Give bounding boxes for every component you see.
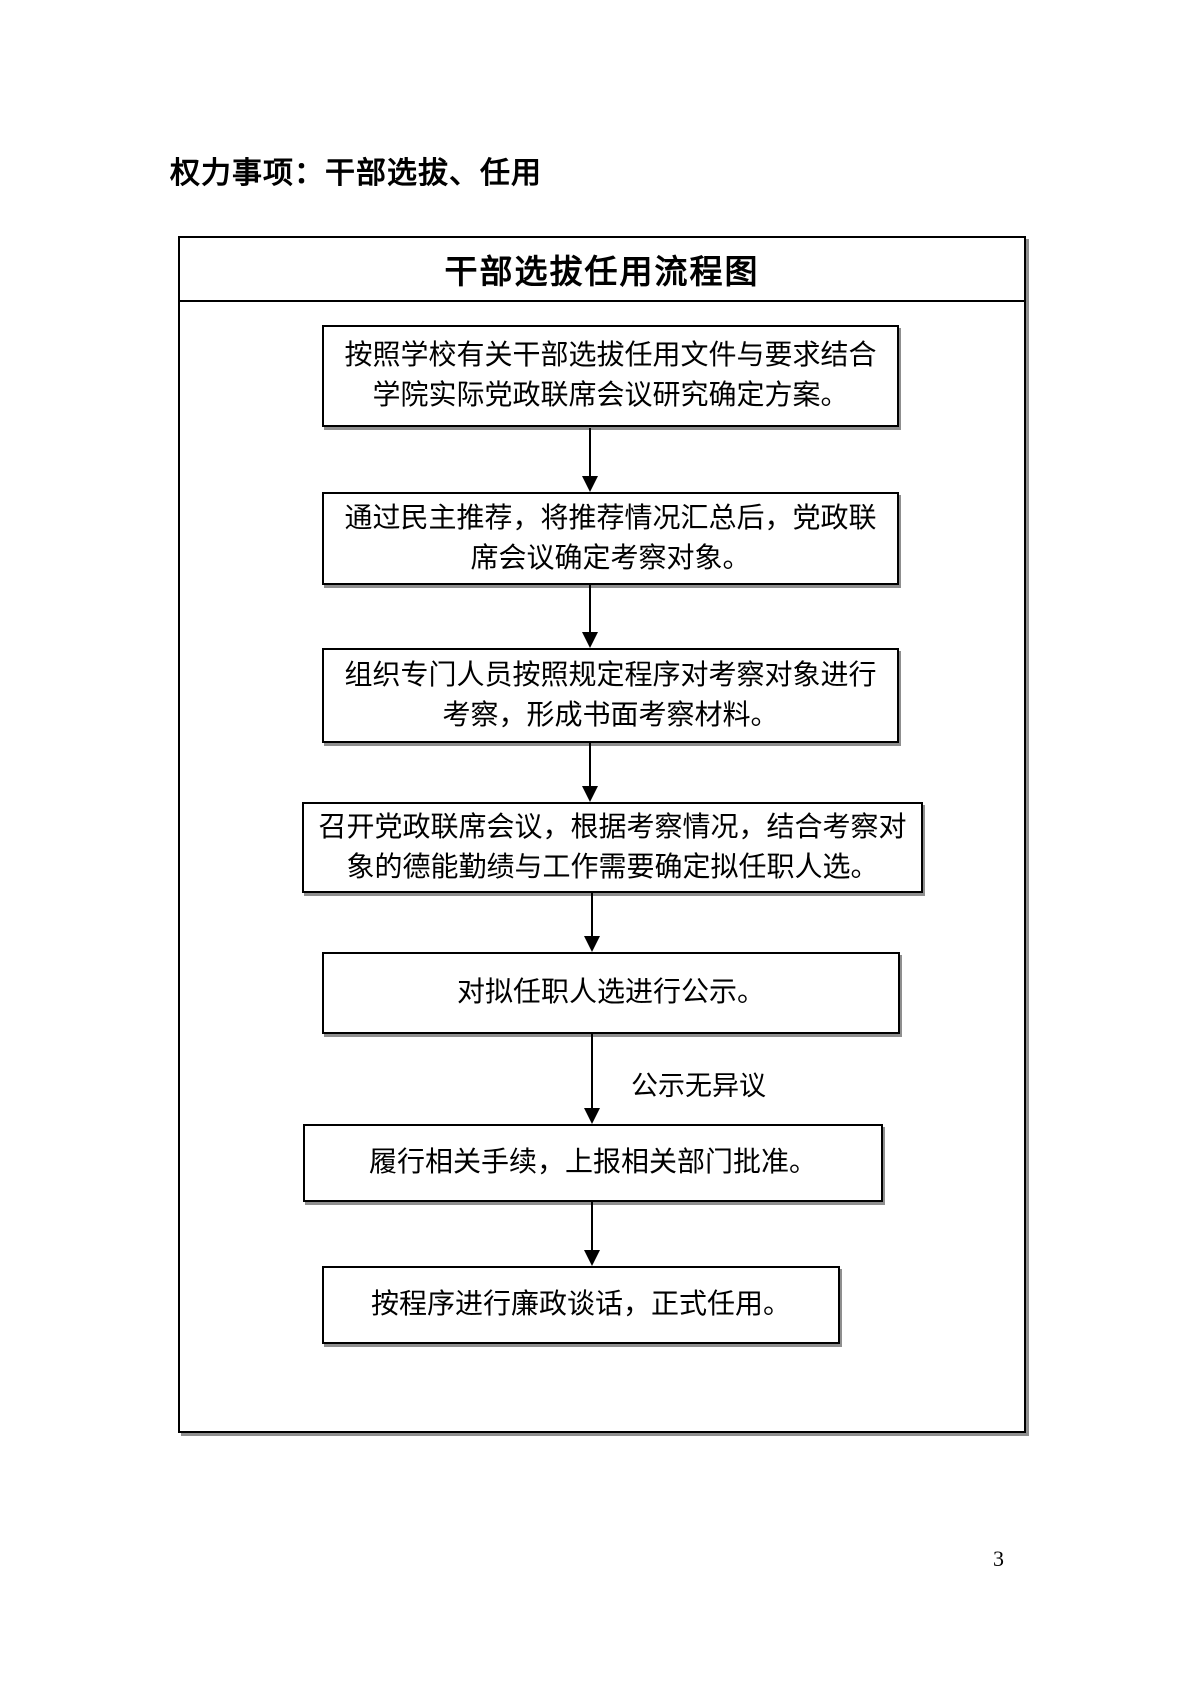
flow-step-box-2: 通过民主推荐，将推荐情况汇总后，党政联 席会议确定考察对象。 [322,492,899,585]
arrow-shaft [591,1202,593,1252]
down-arrow-6 [584,1202,600,1266]
down-arrow-4 [584,893,600,952]
down-arrow-3 [582,743,598,802]
arrow-head-icon [582,786,598,802]
page-number: 3 [993,1546,1004,1571]
arrow-head-icon [584,1250,600,1266]
document-header: 权力事项：干部选拔、任用 [170,157,542,190]
flow-step-box-7: 按程序进行廉政谈话，正式任用。 [322,1266,840,1344]
down-arrow-5 [584,1034,600,1124]
flow-step-box-6: 履行相关手续，上报相关部门批准。 [303,1124,883,1202]
down-arrow-2 [582,585,598,648]
arrow-shaft [591,1034,593,1110]
flow-step-box-1: 按照学校有关干部选拔任用文件与要求结合 学院实际党政联席会议研究确定方案。 [322,325,899,427]
flow-step-box-3: 组织专门人员按照规定程序对考察对象进行 考察，形成书面考察材料。 [322,648,899,743]
flow-step-box-4: 召开党政联席会议，根据考察情况，结合考察对 象的德能勤绩与工作需要确定拟任职人选… [302,802,923,893]
arrow-head-icon [582,632,598,648]
arrow-head-icon [584,1108,600,1124]
arrow-shaft [589,585,591,634]
flowchart-title: 干部选拔任用流程图 [444,253,760,290]
arrow-shaft [591,893,593,938]
arrow-condition-label: 公示无异议 [631,1071,766,1101]
flow-step-box-5: 对拟任职人选进行公示。 [322,952,900,1034]
arrow-shaft [589,428,591,478]
arrow-shaft [589,743,591,788]
down-arrow-1 [582,428,598,492]
flowchart-title-band: 干部选拔任用流程图 [178,236,1026,302]
arrow-head-icon [584,936,600,952]
arrow-head-icon [582,476,598,492]
